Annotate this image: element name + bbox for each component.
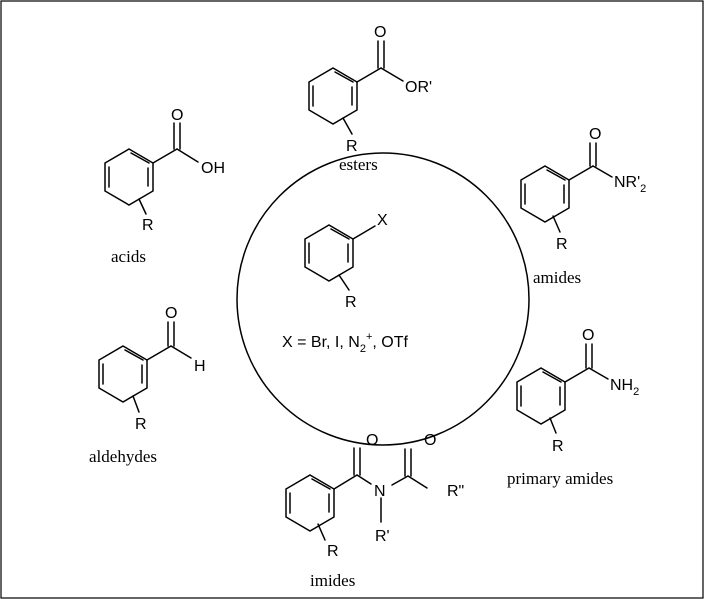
amide-oxygen: O [589,126,601,143]
imide-oxygen-right: O [424,432,436,449]
aldehyde-structure: O H R [98,305,206,433]
acid-oh-group: OH [201,160,225,177]
amide-structure: O NR'2 R [520,126,646,253]
amide-nr2-group: NR'2 [614,174,646,195]
substituent-formula: X = Br, I, N2+, OTf [282,331,408,355]
imide-r-prime: R' [375,528,390,545]
primary-amide-caption: primary amides [507,469,613,488]
imide-r-double-prime: R" [447,483,464,500]
aldehyde-h-label: H [194,358,206,375]
amide-r-label: R [556,236,568,253]
aldehyde-r-label: R [135,416,147,433]
center-circle [236,152,530,446]
ester-caption: esters [339,155,378,174]
primary-amide-nh2-group: NH2 [610,377,639,398]
aryl-x-structure: X R [304,212,388,311]
aldehyde-oxygen: O [165,305,177,322]
primary-amide-oxygen: O [582,327,594,344]
aldehyde-caption: aldehydes [89,447,157,466]
ester-or-group: OR' [405,79,432,96]
ester-r-label: R [346,138,358,155]
imide-structure: O O N R' R" R [285,432,464,560]
primary-amide-r-label: R [552,438,564,455]
ester-oxygen: O [374,24,386,41]
amide-caption: amides [533,268,581,287]
imide-caption: imides [310,571,355,590]
r-label: R [345,294,357,311]
acid-oxygen: O [171,107,183,124]
imide-nitrogen: N [374,483,386,500]
x-label: X [377,212,388,229]
acid-caption: acids [111,247,146,266]
imide-r-label: R [327,543,339,560]
acid-structure: O OH R [104,107,225,234]
ester-structure: O OR' R [308,24,432,155]
primary-amide-structure: O NH2 R [516,327,639,455]
imide-oxygen-left: O [366,432,378,449]
acid-r-label: R [142,217,154,234]
